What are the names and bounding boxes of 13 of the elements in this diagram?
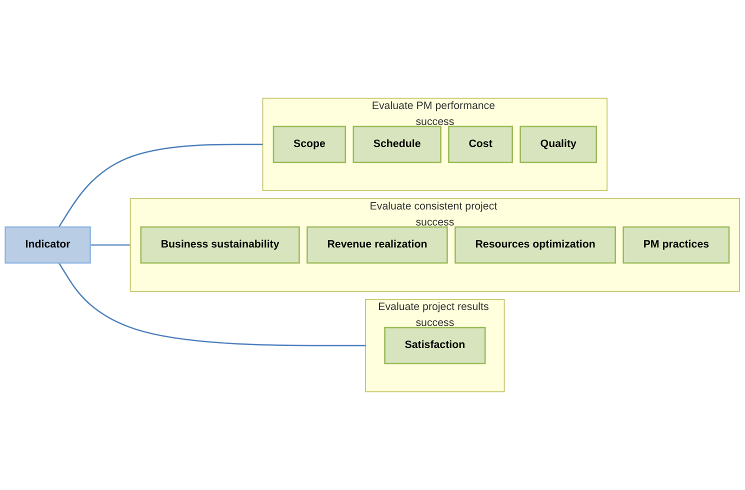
connector xyxy=(58,144,263,228)
node-box: Resources optimization xyxy=(454,226,616,264)
node-box: Schedule xyxy=(352,126,442,164)
node-box: Satisfaction xyxy=(384,326,486,364)
node-box: Revenue realization xyxy=(306,226,448,264)
node-box: Business sustainability xyxy=(140,226,300,264)
connector xyxy=(58,262,366,346)
node-box: Indicator xyxy=(4,226,91,264)
node-box: PM practices xyxy=(622,226,730,264)
connector xyxy=(90,244,130,246)
node-box: Scope xyxy=(272,126,346,164)
node-box: Quality xyxy=(520,126,598,164)
node-box: Cost xyxy=(448,126,513,164)
